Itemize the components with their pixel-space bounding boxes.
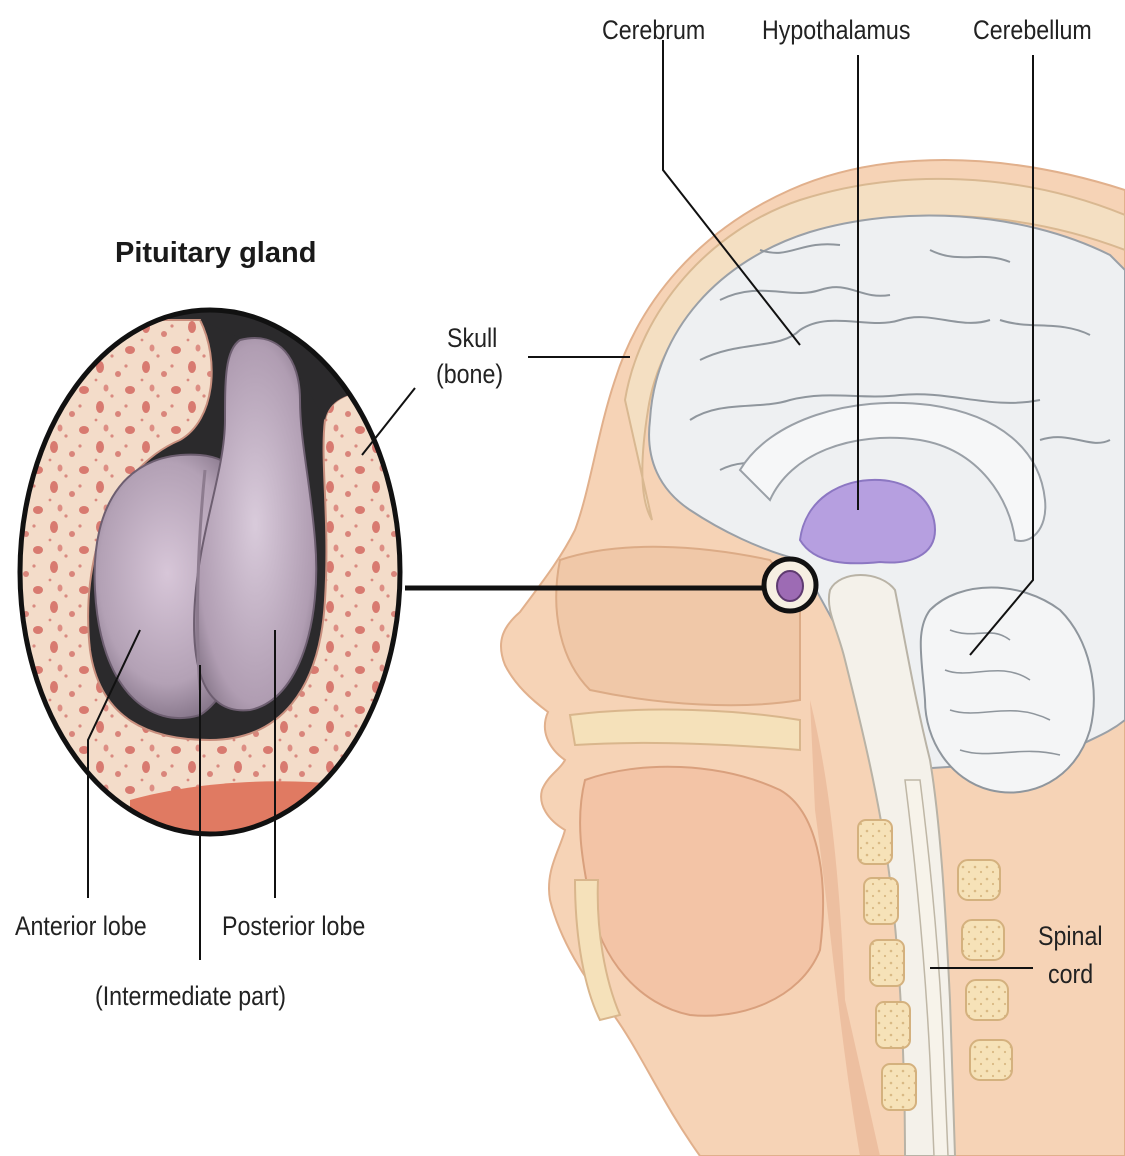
label-spinal: Spinal bbox=[1038, 920, 1103, 954]
label-cerebellum: Cerebellum bbox=[973, 14, 1092, 48]
head-section bbox=[501, 160, 1125, 1156]
pituitary-inset bbox=[15, 305, 415, 845]
hard-palate bbox=[570, 710, 800, 750]
label-hypothalamus: Hypothalamus bbox=[762, 14, 910, 48]
pituitary-in-head bbox=[764, 559, 816, 611]
label-skull-bone: (bone) bbox=[436, 358, 503, 392]
label-anterior-lobe: Anterior lobe bbox=[15, 910, 147, 944]
nasal-cavity bbox=[556, 547, 800, 705]
label-posterior-lobe: Posterior lobe bbox=[222, 910, 365, 944]
label-cord: cord bbox=[1048, 958, 1093, 992]
label-intermediate-part: (Intermediate part) bbox=[95, 980, 286, 1014]
label-skull: Skull bbox=[447, 322, 497, 356]
label-cerebrum: Cerebrum bbox=[602, 14, 705, 48]
inset-title: Pituitary gland bbox=[115, 237, 316, 270]
cerebellum-shape bbox=[921, 588, 1094, 793]
